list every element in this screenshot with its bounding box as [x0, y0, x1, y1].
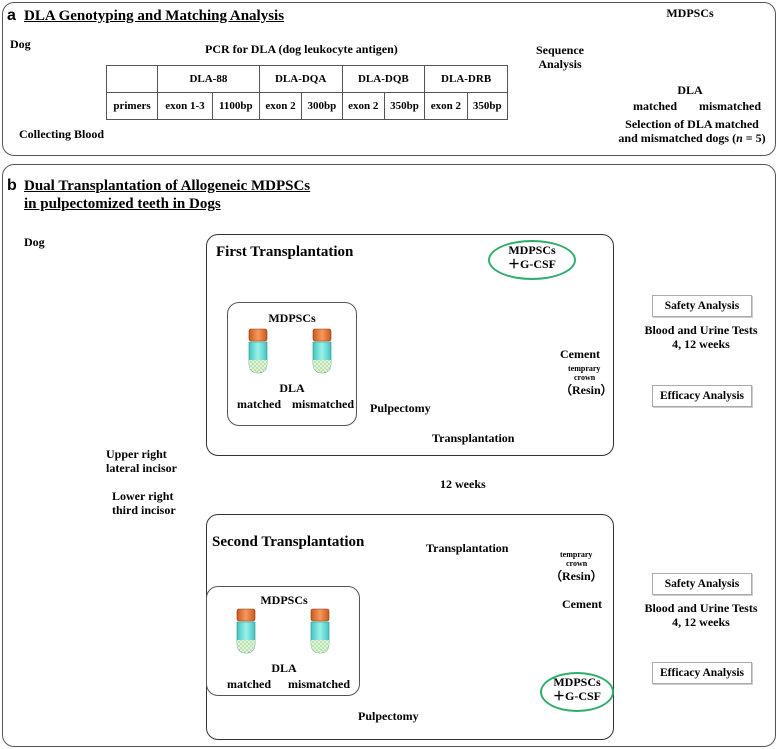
second-tube-mismatched [310, 608, 330, 656]
gene-header: DLA-DQA [258, 65, 343, 93]
second-oval-line-2: ＋G-CSF [552, 689, 601, 703]
second-mdpscs-box [206, 586, 360, 696]
first-crown-label-2: crown [574, 373, 596, 382]
pcr-table: DLA-88 DLA-DQA DLA-DQB DLA-DRB primers e… [106, 65, 509, 120]
panel-b-letter: b [7, 177, 17, 194]
gene-header: DLA-DQB [341, 65, 426, 93]
gene-header: DLA-88 [157, 65, 260, 93]
table-cell: exon 2 [341, 92, 385, 120]
upper-tooth-label-2: lateral incisor [106, 461, 177, 475]
panel-a-mismatched-label: mismatched [699, 99, 761, 113]
safety-analysis-1: Safety Analysis [652, 295, 752, 317]
table-cell: exon 2 [258, 92, 303, 120]
first-crown-label-1: temprary [568, 364, 601, 373]
first-matched-label: matched [237, 397, 281, 411]
table-cell: 1100bp [211, 92, 260, 120]
first-tube-mismatched [312, 328, 332, 376]
second-mdpscs-gcsf-oval [540, 672, 614, 712]
panel-a-letter: a [7, 7, 16, 24]
table-cell: 350bp [466, 92, 509, 120]
first-pulpectomy-label: Pulpectomy [370, 401, 431, 415]
panel-a-matched-label: matched [633, 99, 677, 113]
selection-line-1: Selection of DLA matched [625, 117, 759, 131]
sequence-label: Sequence [536, 43, 584, 57]
second-resin-label: （Resin） [550, 569, 603, 583]
tests-1-line-1: Blood and Urine Tests [644, 323, 758, 337]
first-oval-line-2: ＋G-CSF [507, 257, 556, 271]
first-transplantation-title: First Transplantation [216, 244, 354, 260]
panel-a-title: DLA Genotyping and Matching Analysis [24, 8, 285, 24]
pcr-title: PCR for DLA (dog leukocyte antigen) [205, 42, 398, 56]
first-transplantation-label: Transplantation [432, 431, 515, 445]
safety-analysis-2: Safety Analysis [652, 573, 752, 595]
tests-2-line-2: 4, 12 weeks [672, 615, 730, 629]
second-transplantation-title: Second Transplantation [212, 534, 365, 550]
table-cell: 350bp [383, 92, 426, 120]
first-mdpscs-box [227, 302, 357, 426]
first-tube-matched [248, 328, 268, 376]
second-tube-matched [236, 608, 256, 656]
lower-tooth-label-1: Lower right [112, 489, 174, 503]
panel-b-title-2: in pulpectomized teeth in Dogs [24, 196, 221, 212]
panel-a-dla-label: DLA [677, 83, 703, 97]
first-mdpscs-label: MDPSCs [268, 311, 316, 325]
lower-tooth-label-2: third incisor [112, 503, 176, 517]
selection-line-2: and mismatched dogs (n = 5) [618, 131, 766, 145]
panel-a-mdpscs-label: MDPSCs [666, 6, 714, 20]
second-pulpectomy-label: Pulpectomy [358, 709, 419, 723]
panel-b-dog-label: Dog [24, 235, 45, 249]
second-mismatched-label: mismatched [288, 677, 350, 691]
efficacy-analysis-2: Efficacy Analysis [652, 662, 752, 684]
first-dla-label: DLA [279, 381, 305, 395]
second-oval-line-1: MDPSCs [553, 675, 601, 689]
tests-1-line-2: 4, 12 weeks [672, 337, 730, 351]
first-resin-label: （Resin） [560, 383, 613, 397]
second-cement-label: Cement [562, 597, 602, 611]
analysis-label: Analysis [538, 57, 582, 71]
first-cement-label: Cement [560, 347, 600, 361]
upper-tooth-label-1: Upper right [106, 447, 167, 461]
table-cell: exon 2 [424, 92, 468, 120]
interval-label: 12 weeks [440, 477, 486, 491]
second-transplantation-label: Transplantation [426, 541, 509, 555]
table-cell: 300bp [301, 92, 343, 120]
first-mdpscs-gcsf-oval [488, 240, 576, 280]
first-mismatched-label: mismatched [292, 397, 354, 411]
panel-b-title-1: Dual Transplantation of Allogeneic MDPSC… [24, 178, 311, 194]
second-matched-label: matched [227, 677, 271, 691]
collecting-blood-label: Collecting Blood [19, 127, 105, 141]
first-oval-line-1: MDPSCs [508, 243, 556, 257]
primers-label: primers [106, 92, 158, 120]
second-dla-label: DLA [271, 661, 297, 675]
tests-2-line-1: Blood and Urine Tests [644, 601, 758, 615]
second-crown-label-1: temprary [560, 550, 593, 559]
second-crown-label-2: crown [566, 559, 588, 568]
table-cell: exon 1-3 [157, 92, 213, 120]
efficacy-analysis-1: Efficacy Analysis [652, 385, 752, 407]
panel-a-dog-label: Dog [10, 37, 31, 51]
second-mdpscs-label: MDPSCs [260, 593, 308, 607]
gene-header: DLA-DRB [424, 65, 508, 93]
